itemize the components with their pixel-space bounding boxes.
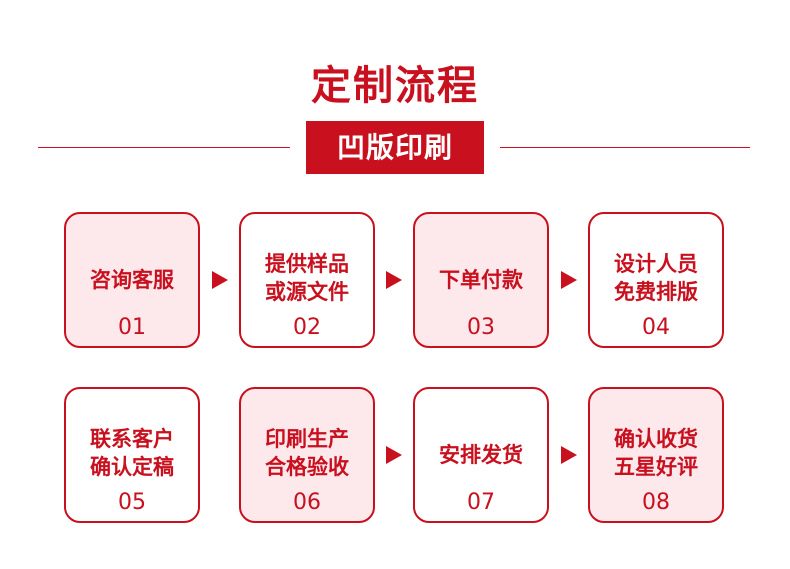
step-card-08: 确认收货 五星好评 08 (588, 387, 724, 523)
step-number: 03 (467, 315, 495, 340)
page-title: 定制流程 (311, 63, 479, 109)
step-label: 设计人员 免费排版 (614, 252, 698, 304)
subtitle-banner: 凹版印刷 (306, 121, 484, 174)
step-label: 安排发货 (439, 443, 523, 467)
step-number: 07 (467, 490, 495, 515)
step-label: 联系客户 确认定稿 (90, 427, 174, 479)
step-label: 咨询客服 (90, 268, 174, 292)
step-number: 08 (642, 490, 670, 515)
step-number: 01 (118, 315, 146, 340)
step-label: 确认收货 五星好评 (614, 427, 698, 479)
step-label: 印刷生产 合格验收 (265, 427, 349, 479)
arrow-right-icon (212, 271, 228, 289)
arrow-right-icon (561, 271, 577, 289)
step-number: 06 (293, 490, 321, 515)
step-number: 04 (642, 315, 670, 340)
arrow-right-icon (386, 271, 402, 289)
divider-right (500, 147, 750, 148)
step-card-01: 咨询客服 01 (64, 212, 200, 348)
step-card-03: 下单付款 03 (413, 212, 549, 348)
step-number: 05 (118, 490, 146, 515)
step-card-06: 印刷生产 合格验收 06 (239, 387, 375, 523)
step-label: 提供样品 或源文件 (265, 252, 349, 304)
step-card-04: 设计人员 免费排版 04 (588, 212, 724, 348)
step-card-02: 提供样品 或源文件 02 (239, 212, 375, 348)
step-number: 02 (293, 315, 321, 340)
arrow-right-icon (386, 446, 402, 464)
step-card-05: 联系客户 确认定稿 05 (64, 387, 200, 523)
arrow-right-icon (561, 446, 577, 464)
step-card-07: 安排发货 07 (413, 387, 549, 523)
step-label: 下单付款 (439, 268, 523, 292)
divider-left (38, 147, 290, 148)
